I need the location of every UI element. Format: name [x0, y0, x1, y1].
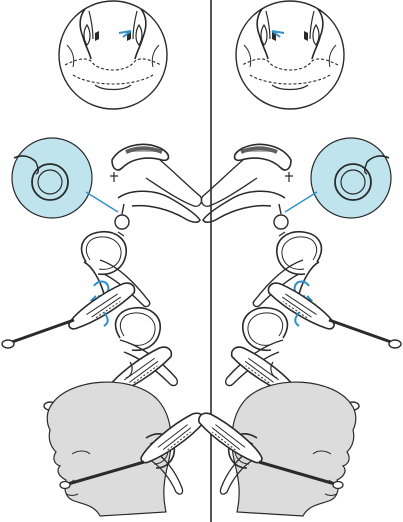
right-earloop-illustration — [203, 191, 288, 236]
left-headband-illustration — [110, 144, 202, 206]
left-head-profile — [47, 382, 211, 516]
right-headset-capsule — [262, 281, 341, 330]
right-closeup-illustration — [236, 1, 344, 109]
left-leader-line — [86, 192, 118, 212]
right-headband-illustration — [201, 144, 293, 206]
left-hook-detail — [12, 138, 118, 218]
right-hook-detail — [285, 138, 391, 218]
right-head-profile — [192, 382, 356, 516]
right-panel — [192, 1, 401, 516]
left-panel — [2, 1, 211, 516]
left-headset-capsule — [62, 281, 141, 330]
left-closeup-illustration — [59, 1, 167, 109]
left-boom-mic — [2, 320, 74, 348]
left-earloop-illustration — [115, 191, 200, 236]
right-leader-line — [285, 192, 317, 212]
right-boom-mic — [329, 320, 401, 348]
